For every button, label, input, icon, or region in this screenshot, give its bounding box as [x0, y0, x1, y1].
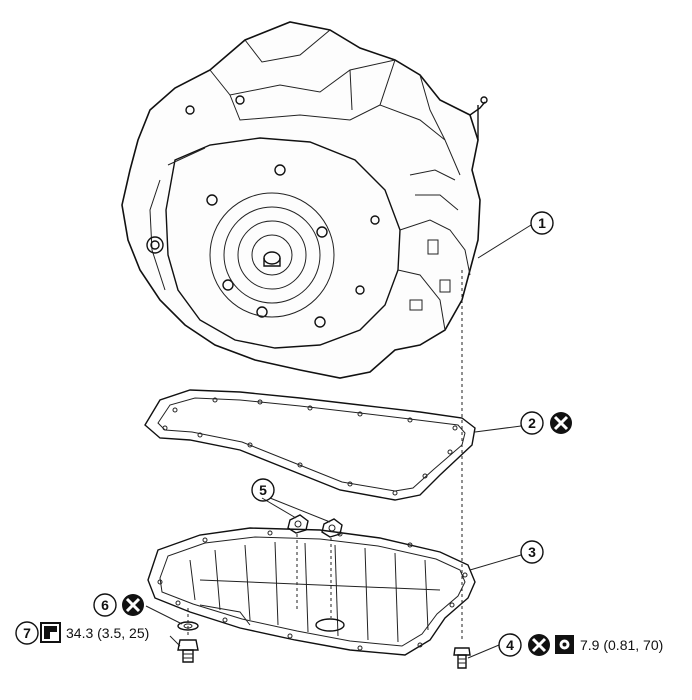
- callout-4-number: 4: [506, 637, 514, 653]
- callout-4-torque: 7.9 (0.81, 70): [580, 637, 663, 653]
- x-circle-icon: [528, 634, 550, 656]
- drain-plug: [177, 608, 199, 663]
- oil-pan: [147, 527, 476, 656]
- callout-5: 5: [251, 478, 275, 502]
- oil-pan-mounting-bolt: [453, 270, 471, 669]
- callout-2-number: 2: [528, 415, 536, 431]
- callout-1: 1: [530, 211, 554, 235]
- callout-3: 3: [520, 540, 544, 564]
- callout-6-number: 6: [101, 597, 109, 613]
- callout-5-number: 5: [259, 482, 267, 498]
- callout-7-number: 7: [23, 625, 31, 641]
- transaxle-assembly: [121, 21, 488, 379]
- x-circle-icon: [550, 412, 572, 434]
- leader-lines: [145, 224, 532, 659]
- magnet: [321, 518, 343, 538]
- torque-wrench-icon: [555, 635, 574, 654]
- callout-3-number: 3: [528, 544, 536, 560]
- magnet: [287, 514, 309, 534]
- callout-6: 6: [93, 593, 144, 617]
- callout-7: 7 34.3 (3.5, 25): [15, 621, 149, 645]
- callout-1-number: 1: [538, 215, 546, 231]
- callout-7-torque: 34.3 (3.5, 25): [66, 625, 149, 641]
- x-circle-icon: [122, 594, 144, 616]
- callout-4: 4 7.9 (0.81, 70): [498, 633, 663, 657]
- oil-pan-gasket: [144, 389, 476, 501]
- torque-wrench-icon: [40, 622, 61, 643]
- callout-2: 2: [520, 411, 572, 435]
- magnet-pair: [287, 514, 343, 618]
